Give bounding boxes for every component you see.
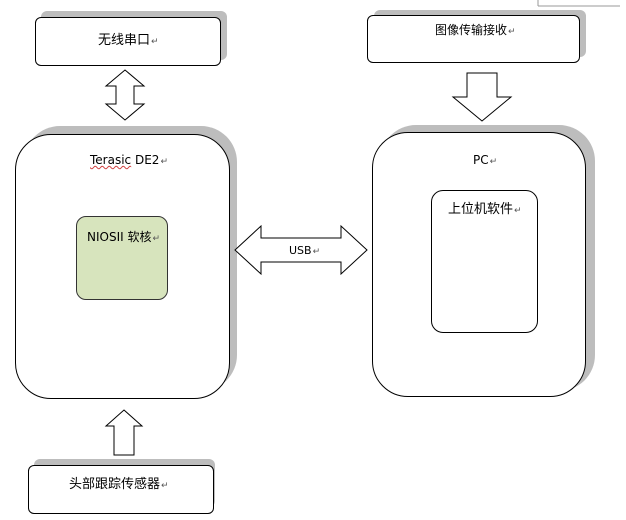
wireless-serial-label: 无线串口↵: [98, 33, 159, 48]
pc-label: PC↵: [473, 153, 498, 167]
image-receive-to-pc-arrow: [451, 72, 513, 122]
fpga-board-label: Terasic DE2↵: [90, 153, 168, 167]
usb-link-arrow: [234, 224, 368, 276]
head-sensor-box: 头部跟踪传感器↵: [28, 465, 214, 514]
image-receive-label: 图像传输接收↵: [435, 23, 516, 37]
head-sensor-to-board-arrow: [104, 409, 144, 456]
head-sensor-label: 头部跟踪传感器↵: [69, 477, 169, 492]
usb-label: USB↵: [289, 244, 321, 257]
wireless-serial-link-arrow: [104, 69, 146, 121]
wireless-serial-box: 无线串口↵: [35, 17, 221, 66]
nios-core-label: NIOSII 软核↵: [87, 230, 161, 244]
host-software-box: 上位机软件↵: [431, 190, 538, 333]
nios-core-box: NIOSII 软核↵: [76, 216, 168, 300]
image-receive-box: 图像传输接收↵: [367, 15, 580, 63]
host-software-label: 上位机软件↵: [448, 202, 522, 217]
